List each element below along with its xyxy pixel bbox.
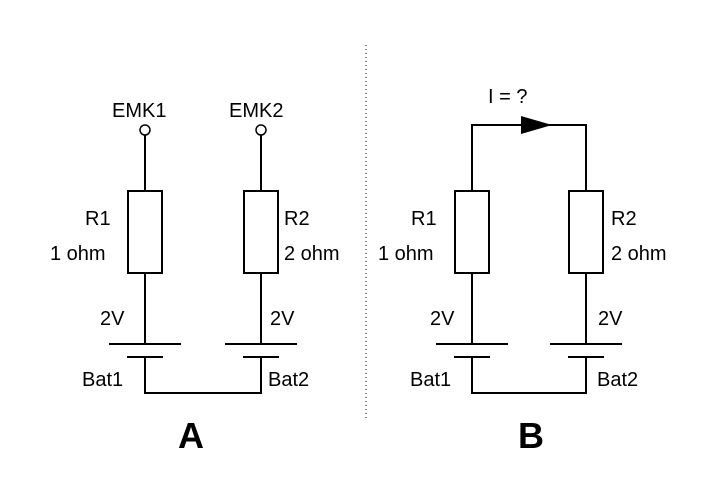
bat2-name-label: Bat2 — [597, 369, 638, 391]
resistor-r2 — [243, 190, 279, 274]
bat1-voltage-label: 2V — [100, 308, 125, 330]
r1-name-label: R1 — [85, 208, 111, 230]
r2-name-label: R2 — [611, 208, 637, 230]
panel-b-title: B — [518, 415, 544, 456]
emk2-terminal — [255, 124, 267, 136]
r2-name-label: R2 — [284, 208, 310, 230]
panel-b-right-branch — [550, 124, 622, 393]
panel-a-title: A — [178, 415, 204, 456]
r1-name-label: R1 — [411, 208, 437, 230]
bat2-name-label: Bat2 — [268, 369, 309, 391]
bat1-voltage-label: 2V — [430, 308, 455, 330]
resistor-r2 — [568, 190, 604, 274]
resistor-r1 — [127, 190, 163, 274]
emk1-label: EMK1 — [112, 100, 166, 122]
r1-value-label: 1 ohm — [50, 243, 106, 265]
panel-a: EMK1 EMK2 R1 1 ohm R2 2 ohm 2V 2V Bat1 B… — [50, 100, 340, 456]
r2-value-label: 2 ohm — [611, 243, 667, 265]
emk2-label: EMK2 — [229, 100, 283, 122]
bat1-name-label: Bat1 — [82, 369, 123, 391]
emk1-terminal — [139, 124, 151, 136]
bat2-voltage-label: 2V — [598, 308, 623, 330]
r2-value-label: 2 ohm — [284, 243, 340, 265]
r1-value-label: 1 ohm — [378, 243, 434, 265]
panel-a-right-branch — [225, 124, 297, 393]
bat1-name-label: Bat1 — [410, 369, 451, 391]
panel-b: I = ? R1 1 ohm R2 2 ohm 2V 2V Bat1 Bat2 … — [378, 86, 667, 456]
panel-b-left-branch — [436, 124, 508, 393]
resistor-r1 — [454, 190, 490, 274]
bat2-voltage-label: 2V — [270, 308, 295, 330]
panel-a-left-branch — [109, 124, 181, 393]
current-label: I = ? — [488, 86, 527, 108]
current-arrow-icon — [521, 116, 552, 134]
